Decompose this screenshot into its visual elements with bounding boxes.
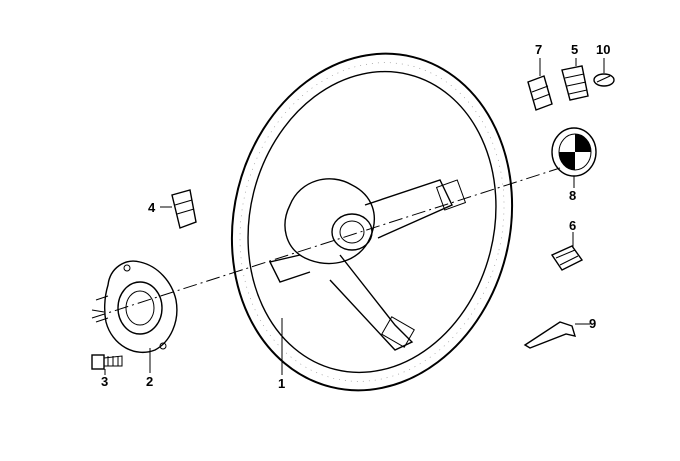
bolt <box>91 354 123 375</box>
callout-4: 4 <box>148 200 156 215</box>
insert-part-6 <box>550 232 584 271</box>
callout-6: 6 <box>569 218 576 233</box>
callout-9: 9 <box>589 316 596 331</box>
clip-part-10 <box>593 58 615 87</box>
callout-2: 2 <box>146 374 153 389</box>
trim-strip-part-9 <box>523 321 590 349</box>
insert-part-4 <box>160 189 197 229</box>
assembly-axis-line <box>91 167 561 319</box>
callout-7: 7 <box>535 42 542 57</box>
insert-part-7 <box>527 58 553 111</box>
hub-adapter <box>91 260 178 373</box>
insert-part-5 <box>561 58 589 101</box>
steering-wheel <box>230 52 514 392</box>
callout-3: 3 <box>101 374 108 389</box>
horn-button-emblem <box>551 127 597 188</box>
callout-1: 1 <box>278 376 285 391</box>
callout-8: 8 <box>569 188 576 203</box>
callout-5: 5 <box>571 42 578 57</box>
callout-10: 10 <box>596 42 610 57</box>
